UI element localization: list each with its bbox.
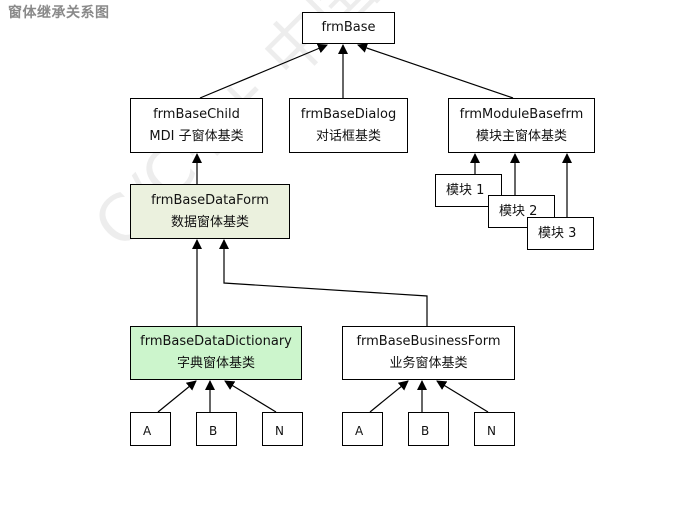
class-name: frmBase	[321, 20, 376, 35]
inheritance-arrow-frmBaseChild-to-frmBase	[199, 43, 328, 99]
node-frmBaseDialog: frmBaseDialog 对话框基类	[289, 98, 408, 153]
inheritance-arrow-frmBaseBusinessForm-to-frmBaseDataForm	[219, 239, 428, 326]
leaf-label: B	[421, 424, 430, 438]
leaf-label: N	[275, 424, 284, 438]
node-frmBaseBusinessForm: frmBaseBusinessForm 业务窗体基类	[342, 326, 515, 380]
node-module3: 模块 3	[527, 217, 594, 250]
class-name: frmBaseBusinessForm	[356, 334, 501, 349]
inheritance-arrow-bizA-to-frmBaseBusinessForm	[369, 380, 409, 413]
inheritance-arrow-dictA-to-frmBaseDataDictionary	[157, 380, 197, 413]
class-desc: 数据窗体基类	[170, 214, 249, 230]
class-name: frmBaseChild	[153, 106, 240, 122]
node-biz-n: N	[474, 412, 515, 446]
class-desc: MDI 子窗体基类	[149, 128, 244, 144]
leaf-label: A	[143, 424, 152, 438]
class-desc: 对话框基类	[315, 128, 381, 144]
leaf-label: B	[209, 424, 218, 438]
inheritance-arrow-frmModuleBasefrm-to-frmBase	[357, 43, 514, 99]
node-dict-n: N	[262, 412, 303, 446]
class-name: frmModuleBasefrm	[459, 106, 584, 122]
leaf-label: N	[487, 424, 496, 438]
inheritance-arrow-dictN-to-frmBaseDataDictionary	[224, 380, 277, 413]
node-biz-a: A	[342, 412, 383, 446]
class-name: frmBaseDialog	[300, 106, 397, 122]
class-desc: 字典窗体基类	[176, 356, 255, 371]
class-desc: 业务窗体基类	[389, 356, 468, 371]
node-frmBase: frmBase	[302, 12, 395, 44]
node-frmBaseDataDictionary: frmBaseDataDictionary 字典窗体基类	[130, 326, 302, 380]
diagram-title: 窗体继承关系图	[8, 5, 110, 21]
node-frmBaseChild: frmBaseChild MDI 子窗体基类	[130, 98, 263, 153]
node-frmModuleBasefrm: frmModuleBasefrm 模块主窗体基类	[448, 98, 595, 153]
node-dict-a: A	[130, 412, 171, 446]
inheritance-arrow-bizN-to-frmBaseBusinessForm	[436, 380, 489, 413]
class-name: frmBaseDataForm	[151, 192, 269, 208]
node-frmBaseDataForm: frmBaseDataForm 数据窗体基类	[130, 184, 290, 239]
node-dict-b: B	[196, 412, 237, 446]
node-biz-b: B	[408, 412, 449, 446]
class-desc: 模块主窗体基类	[475, 128, 567, 144]
class-name: frmBaseDataDictionary	[140, 334, 292, 349]
module-name: 模块 3	[538, 225, 577, 241]
module-name: 模块 2	[499, 203, 538, 219]
module-name: 模块 1	[446, 182, 485, 198]
leaf-label: A	[355, 424, 364, 438]
